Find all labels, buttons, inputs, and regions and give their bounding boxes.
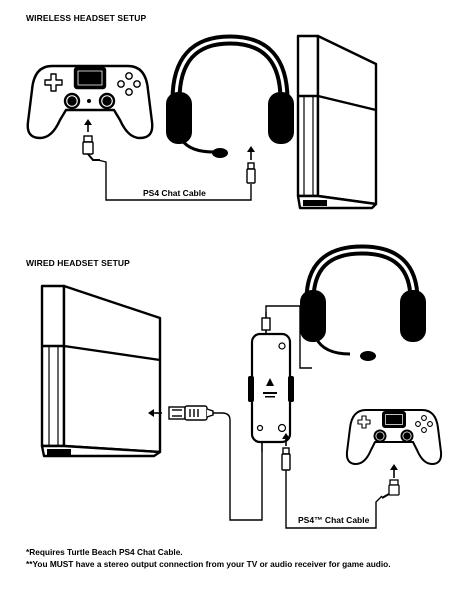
headset-icon — [300, 244, 426, 361]
audio-plug-icon — [246, 162, 256, 184]
ps4-console-icon — [296, 34, 378, 210]
audio-plug-icon — [82, 135, 100, 161]
ps4-controller-icon — [345, 409, 443, 465]
arrow-up-icon — [282, 433, 290, 446]
usb-plug-icon — [168, 405, 214, 421]
wired-cable-label: PS4™ Chat Cable — [298, 515, 370, 525]
audio-plug-icon — [381, 479, 400, 499]
wired-setup-title: WIRED HEADSET SETUP — [26, 258, 130, 268]
audio-plug-icon — [281, 447, 291, 471]
ps4-controller-icon — [26, 64, 154, 140]
ps4-console-icon — [40, 284, 162, 458]
chat-cable-line — [285, 470, 383, 529]
arrow-up-icon — [390, 464, 398, 478]
wireless-cable-label: PS4 Chat Cable — [143, 188, 206, 198]
requirement-note: *Requires Turtle Beach PS4 Chat Cable. — [26, 547, 183, 557]
stereo-output-note: **You MUST have a stereo output connecti… — [26, 559, 391, 569]
arrow-up-icon — [247, 146, 255, 160]
wireless-setup-title: WIRELESS HEADSET SETUP — [26, 13, 147, 23]
usb-cable-line — [213, 412, 263, 521]
chat-cable-line — [97, 159, 252, 201]
inline-amplifier-icon — [248, 312, 294, 452]
arrow-up-icon — [84, 119, 92, 132]
headset-icon — [166, 34, 294, 158]
arrow-left-icon — [148, 409, 162, 417]
